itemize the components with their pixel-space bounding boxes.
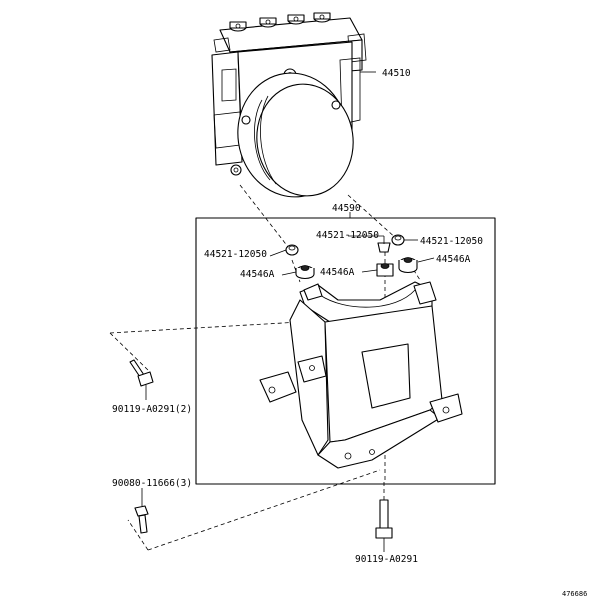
- label-bolt-lower-left: 90080-11666(3): [112, 478, 192, 489]
- abs-actuator: [211, 12, 367, 198]
- label-spacer-mid: 44546A: [320, 267, 355, 278]
- figure-id: 476686: [562, 590, 587, 598]
- leader-line: [417, 257, 435, 263]
- guide-line: [405, 257, 421, 281]
- label-cushion-left: 44521-12050: [204, 249, 267, 260]
- label-cushion-mid: 44521-12050: [316, 230, 379, 241]
- cushion-mid: [377, 242, 391, 253]
- bolt-lower-left: [134, 505, 149, 534]
- guide-line: [147, 469, 381, 551]
- bracket: [259, 281, 463, 469]
- label-cushion-right: 44521-12050: [420, 236, 483, 247]
- spacer-mid: [376, 263, 394, 277]
- spacer-left: [295, 265, 315, 280]
- label-bracket: 44590: [332, 203, 361, 214]
- guide-line: [239, 184, 293, 253]
- cushion-right: [391, 234, 405, 246]
- cushion-left: [285, 244, 299, 256]
- label-spacer-right: 44546A: [436, 254, 471, 265]
- leader-line: [361, 269, 378, 273]
- bolt-left: [129, 359, 154, 387]
- bracket-assembly-frame: [195, 217, 496, 485]
- spacer-right: [398, 257, 418, 274]
- label-bolt-bottom: 90119-A0291: [355, 554, 418, 565]
- label-bolt-left: 90119-A0291(2): [112, 404, 192, 415]
- guide-line: [347, 194, 399, 241]
- guide-line: [109, 321, 301, 334]
- guide-line: [291, 259, 301, 283]
- guide-line: [127, 519, 149, 551]
- guide-line: [109, 332, 151, 373]
- leader-line: [269, 249, 287, 257]
- label-actuator: 44510: [382, 68, 411, 79]
- bolt-bottom: [375, 499, 393, 539]
- label-spacer-left: 44546A: [240, 269, 275, 280]
- leader-line: [281, 271, 297, 276]
